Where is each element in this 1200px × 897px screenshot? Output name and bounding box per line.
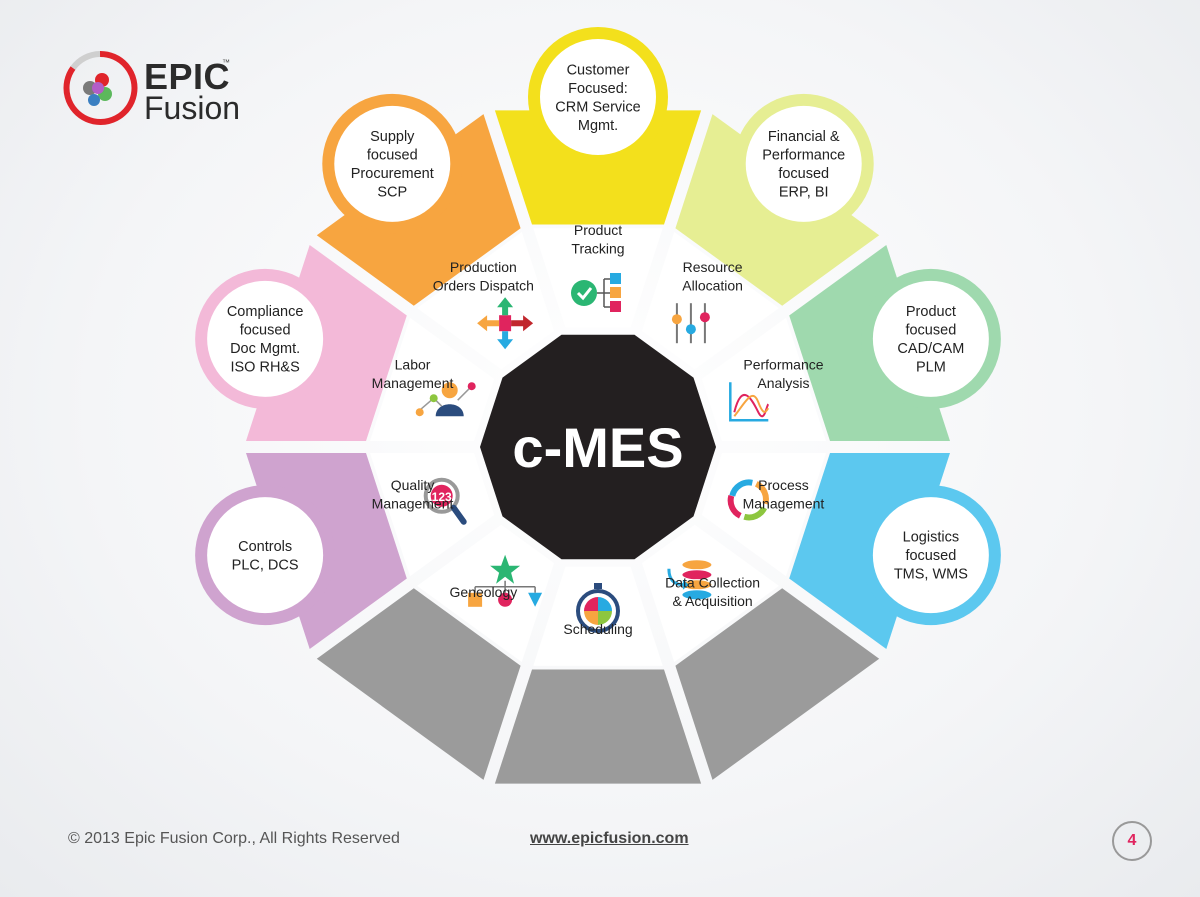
cycle-arrows-icon [727, 479, 769, 521]
outer-band-segment [316, 588, 521, 780]
outer-bubble-label: focused [778, 166, 829, 182]
epic-fusion-logo: EPIC ™ Fusion [60, 48, 260, 128]
inner-panel-segment [417, 524, 554, 662]
outer-bubble-label: Financial & [768, 129, 840, 145]
sliders-icon [671, 303, 710, 344]
inner-panel-label: Tracking [571, 240, 624, 256]
outer-band-segment [494, 669, 702, 784]
inner-panel-label: Data Collection [665, 575, 760, 591]
logo-text-fusion: Fusion [144, 90, 241, 126]
inner-panel-label: Labor [395, 356, 431, 372]
center-label: c-MES [512, 416, 683, 479]
outer-bubble-label: Focused: [568, 81, 628, 97]
outer-bubble-label: Performance [762, 148, 845, 164]
inner-panel-label: Production [450, 259, 517, 275]
outer-bubble-label: ERP, BI [779, 185, 829, 201]
outer-bubble-inner [872, 497, 989, 614]
logo-text-epic: EPIC [144, 56, 231, 97]
page-number-badge: 4 [1112, 821, 1152, 861]
inner-panel-segment [370, 317, 495, 441]
inner-panel-label: Analysis [757, 375, 809, 391]
outer-bubble-label: ISO RH&S [230, 360, 299, 376]
outer-bubble-inner [540, 39, 656, 155]
magnifier-123-icon: 123 [423, 477, 467, 525]
svg-text:123: 123 [432, 490, 452, 504]
inner-panel-label: Management [372, 496, 454, 512]
outer-bubble-inner [872, 280, 989, 397]
outer-bubble-inner [334, 105, 451, 222]
outer-bubble-label: Logistics [903, 530, 959, 546]
outer-bubble-label: focused [367, 148, 418, 164]
inner-panel-segment [533, 228, 663, 328]
outer-bubble-label: PLM [916, 360, 946, 376]
outer-bubble-inner [207, 497, 324, 614]
outer-bubble-inner [745, 105, 862, 222]
inner-panel-label: Product [574, 222, 622, 238]
outer-bubble-label: Product [906, 304, 956, 320]
inner-panel-segment [701, 453, 826, 577]
outer-bubble-label: focused [240, 323, 291, 339]
inner-panel-segment [701, 317, 826, 441]
inner-panel-label: & Acquisition [673, 593, 753, 609]
footer-website-link[interactable]: www.epicfusion.com [530, 830, 689, 847]
outer-bubble-label: Doc Mgmt. [230, 341, 300, 357]
center-hub [480, 334, 716, 560]
outer-bubble-label: Supply [370, 129, 415, 145]
dispatch-arrows-icon [477, 297, 534, 350]
inner-panel-label: Geneology [450, 584, 518, 600]
inner-panel-segment [370, 453, 495, 577]
outer-bubble-label: focused [905, 548, 956, 564]
inner-panel-label: Performance [743, 356, 823, 372]
database-icon [667, 559, 713, 601]
inner-panel-label: Quality [391, 477, 435, 493]
outer-bubble-label: TMS, WMS [894, 567, 968, 583]
worker-icon [415, 382, 476, 417]
logo-trademark: ™ [222, 58, 230, 67]
inner-panel-label: Process [758, 477, 809, 493]
outer-bubble-label: focused [905, 323, 956, 339]
outer-band-segment [675, 588, 880, 780]
outer-bubble-label: Procurement [351, 166, 434, 182]
outer-bubble-label: CAD/CAM [897, 341, 964, 357]
outer-bubble-inner [207, 280, 324, 397]
inner-panel-label: Orders Dispatch [433, 277, 534, 293]
inner-panel-label: Management [372, 375, 454, 391]
outer-bubble-label: SCP [377, 185, 407, 201]
inner-panel-label: Scheduling [563, 621, 632, 637]
inner-panel-label: Allocation [682, 277, 743, 293]
outer-bubble-label: PLC, DCS [232, 557, 299, 573]
line-chart-icon [729, 382, 770, 422]
outer-bubble-label: CRM Service [555, 99, 640, 115]
hierarchy-icon [468, 554, 543, 607]
outer-bubble-label: Compliance [227, 304, 304, 320]
inner-panel-segment [417, 232, 554, 370]
outer-bubble-label: Mgmt. [578, 118, 618, 134]
footer-copyright: © 2013 Epic Fusion Corp., All Rights Res… [68, 830, 400, 847]
checkmark-flow-icon [571, 273, 621, 312]
stopwatch-icon [576, 583, 620, 633]
inner-panel-label: Management [743, 496, 825, 512]
inner-panel-label: Resource [683, 259, 743, 275]
outer-bubble-label: Controls [238, 539, 292, 555]
outer-bubble-label: Customer [567, 62, 630, 78]
logo-emblem-icon [63, 50, 138, 125]
